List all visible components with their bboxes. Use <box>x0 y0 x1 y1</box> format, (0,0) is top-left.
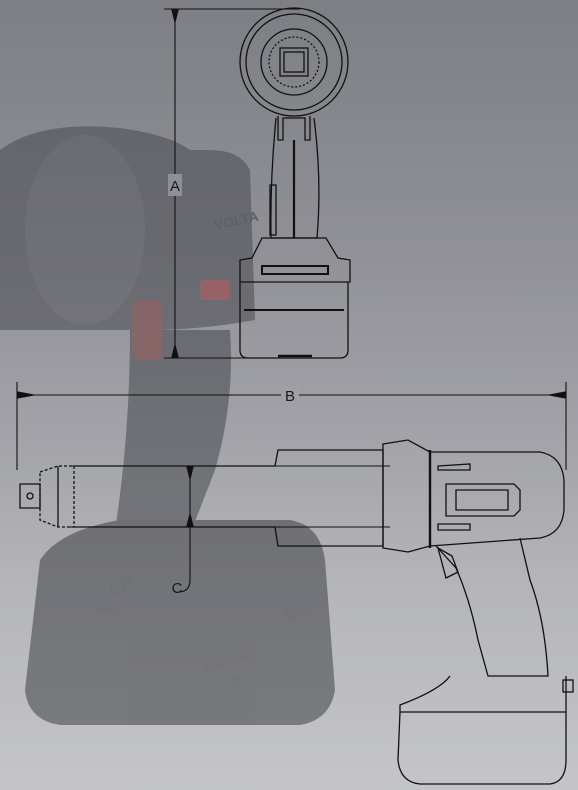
dimension-b: B <box>16 382 567 470</box>
dimension-a-label: A <box>170 178 180 195</box>
side-view-switch <box>445 483 521 517</box>
dimension-c-arrow-top <box>186 466 194 480</box>
side-view-battery-mount <box>399 675 567 713</box>
front-view-battery-top <box>239 237 351 283</box>
side-view-drawing <box>19 439 574 785</box>
front-view-trigger <box>269 184 277 236</box>
front-view-anvil-ring-4 <box>268 36 320 88</box>
dimension-a-arrow-top <box>171 9 179 23</box>
dimension-c-label: C <box>172 580 183 597</box>
background-tool-photo: VOLTA VOLTA LP 18V HD HD <box>0 126 335 725</box>
side-view-detent-ball <box>26 492 34 500</box>
dimension-c-arrow-bottom <box>186 513 194 527</box>
dimension-b-arrow-right <box>548 391 566 399</box>
side-view-switch-inner <box>455 489 509 511</box>
side-view-vent-top <box>437 463 471 471</box>
dimension-a-label-gap <box>168 174 182 196</box>
dimension-b-arrow-left <box>17 391 35 399</box>
front-view-square-drive-inner <box>283 51 305 73</box>
side-view-anvil <box>39 465 75 528</box>
side-view-square-drive <box>19 483 41 509</box>
front-view-anvil-ring-3 <box>260 28 328 96</box>
background-tool-grip <box>110 330 231 560</box>
background-hd-text: HD <box>95 600 114 615</box>
side-view-front-collar <box>382 439 431 553</box>
background-trigger <box>132 300 162 360</box>
background-tool-face <box>25 135 145 325</box>
side-view-trigger <box>436 546 459 579</box>
side-view-battery-button <box>562 679 574 693</box>
front-view-neck <box>277 116 311 141</box>
dimension-a-arrow-bottom <box>171 344 179 358</box>
dimension-a: A <box>164 8 300 359</box>
side-view-handle <box>435 537 549 677</box>
front-view-battery-body <box>239 282 349 359</box>
background-hd-text-2: HD <box>228 675 244 687</box>
dimension-c-leader <box>177 579 191 593</box>
side-view-battery-pack <box>397 711 567 785</box>
side-view-motor-housing <box>429 451 565 547</box>
side-view-vent-bottom <box>437 523 471 531</box>
background-voltage-text: 18V <box>283 603 309 623</box>
front-view-drawing <box>239 7 351 359</box>
dimension-b-label-gap <box>281 386 299 404</box>
background-battery <box>25 520 335 725</box>
front-view-anvil-ring-2 <box>245 13 343 111</box>
front-view-battery-latch <box>261 265 329 275</box>
background-battery-tag-text: LP <box>107 574 136 600</box>
front-view-anvil-ring-outer <box>239 7 349 117</box>
dimension-b-label: B <box>285 388 295 405</box>
front-view-square-drive <box>279 47 309 77</box>
background-red-accent <box>200 280 230 300</box>
